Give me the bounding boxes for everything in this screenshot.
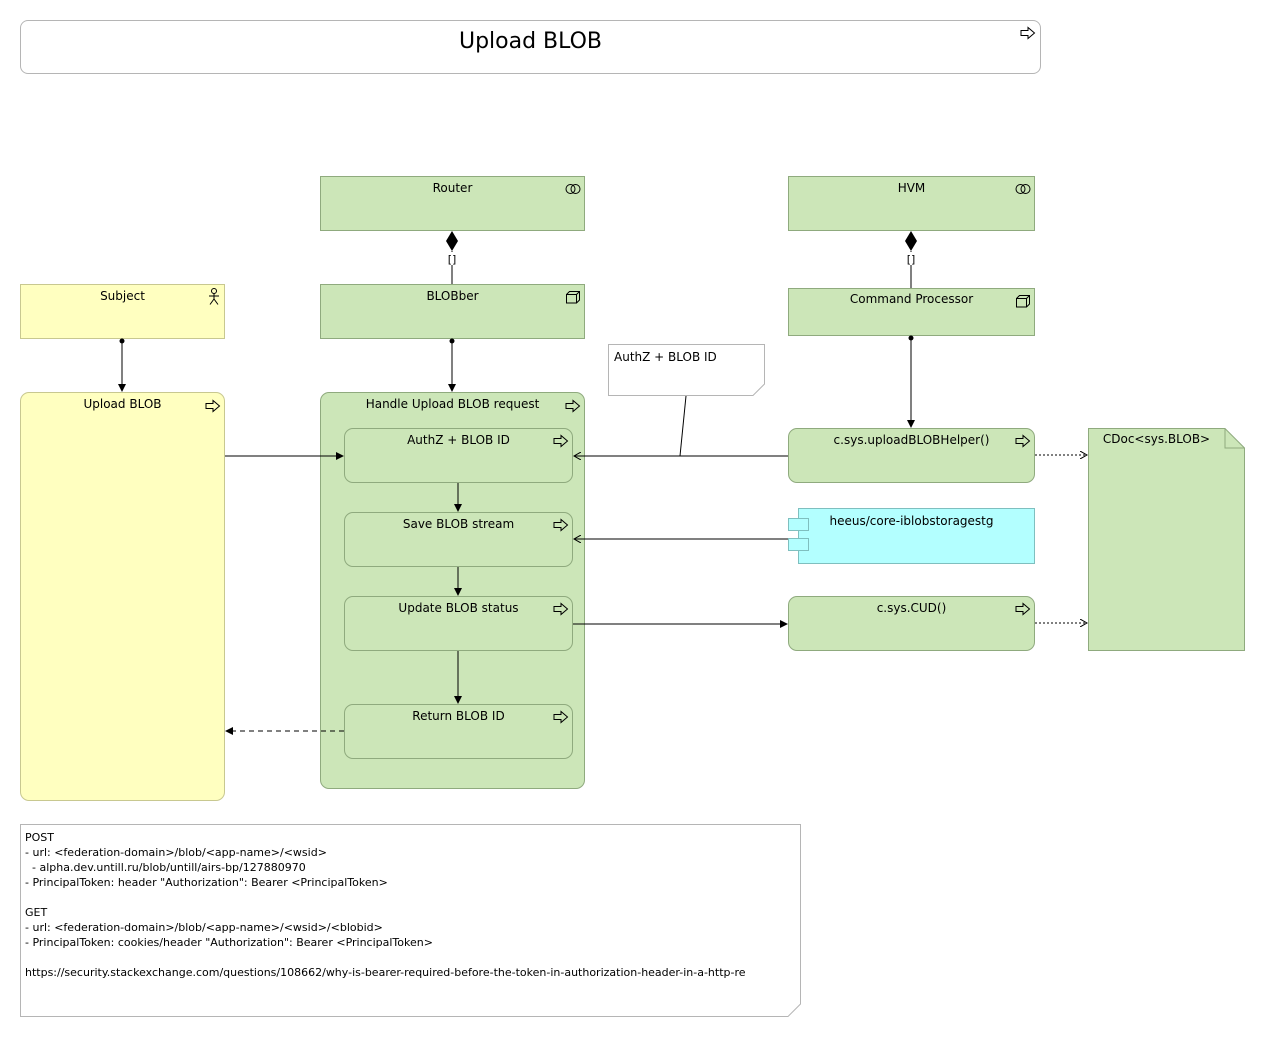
router-node[interactable]: Router <box>320 176 585 231</box>
authz-note-text: AuthZ + BLOB ID <box>614 350 717 364</box>
component-icon <box>788 538 809 551</box>
iblobstorage-label: heeus/core-iblobstoragestg <box>829 514 994 528</box>
arrow-right-icon <box>553 602 569 616</box>
arrow-right-icon <box>565 399 581 413</box>
cud-process[interactable]: c.sys.CUD() <box>788 596 1035 651</box>
interface-circles-icon <box>565 182 581 196</box>
save-blob-stream-label: Save BLOB stream <box>402 517 515 531</box>
authz-blob-id-process[interactable]: AuthZ + BLOB ID <box>344 428 573 483</box>
note-line: - url: <federation-domain>/blob/<app-nam… <box>25 921 383 934</box>
note-line: - alpha.dev.untill.ru/blob/untill/airs-b… <box>25 861 306 874</box>
hvm-cp-multiplicity: [] <box>907 253 916 266</box>
note-line: - url: <federation-domain>/blob/<app-nam… <box>25 846 327 859</box>
cud-label: c.sys.CUD() <box>876 601 947 615</box>
upload-helper-label: c.sys.uploadBLOBHelper() <box>833 433 990 447</box>
command-processor-label: Command Processor <box>849 292 974 306</box>
iblobstorage-component[interactable]: heeus/core-iblobstoragestg <box>798 508 1035 564</box>
arrow-right-icon <box>553 710 569 724</box>
diagram-title-box: Upload BLOB <box>20 20 1041 74</box>
authz-blob-id-label: AuthZ + BLOB ID <box>407 433 510 447</box>
upload-blob-label: Upload BLOB <box>83 397 162 411</box>
note-line: https://security.stackexchange.com/quest… <box>25 966 746 979</box>
arrow-right-icon <box>1020 26 1036 40</box>
edge-label-bg <box>905 252 917 265</box>
blobber-node[interactable]: BLOBber <box>320 284 585 339</box>
note-line: GET <box>25 906 48 919</box>
arrow-right-icon <box>1015 602 1031 616</box>
arrow-right-icon <box>205 399 221 413</box>
http-notes[interactable]: POST - url: <federation-domain>/blob/<ap… <box>20 824 801 1017</box>
upload-blob-process[interactable]: Upload BLOB <box>20 392 225 801</box>
http-notes-lines: POST - url: <federation-domain>/blob/<ap… <box>25 830 746 980</box>
arrow-right-icon <box>553 434 569 448</box>
return-blob-id-label: Return BLOB ID <box>412 709 505 723</box>
hvm-node[interactable]: HVM <box>788 176 1035 231</box>
blobber-label: BLOBber <box>426 289 479 303</box>
subject-actor[interactable]: Subject <box>20 284 225 339</box>
hvm-label: HVM <box>897 181 926 195</box>
node-cube-icon <box>1015 294 1031 308</box>
cdoc-label: CDoc<sys.BLOB> <box>1102 432 1211 446</box>
note-line: - PrincipalToken: header "Authorization"… <box>25 876 388 889</box>
command-processor-node[interactable]: Command Processor <box>788 288 1035 336</box>
upload-helper-process[interactable]: c.sys.uploadBLOBHelper() <box>788 428 1035 483</box>
authz-note[interactable]: AuthZ + BLOB ID <box>608 344 765 396</box>
save-blob-stream-process[interactable]: Save BLOB stream <box>344 512 573 567</box>
router-blobber-multiplicity: [] <box>448 253 457 266</box>
cdoc-artifact[interactable]: CDoc<sys.BLOB> <box>1088 428 1245 651</box>
node-cube-icon <box>565 290 581 304</box>
update-blob-status-label: Update BLOB status <box>398 601 519 615</box>
edge-label-bg <box>446 252 458 265</box>
component-icon <box>788 518 809 531</box>
router-label: Router <box>432 181 473 195</box>
note-anchor-edge <box>679 395 687 457</box>
actor-icon <box>206 288 222 305</box>
update-blob-status-process[interactable]: Update BLOB status <box>344 596 573 651</box>
subject-label: Subject <box>100 289 145 303</box>
arrow-right-icon <box>1015 434 1031 448</box>
arrow-right-icon <box>553 518 569 532</box>
diagram-title: Upload BLOB <box>458 29 603 54</box>
interface-circles-icon <box>1015 182 1031 196</box>
handle-upload-label: Handle Upload BLOB request <box>365 397 540 411</box>
note-line: POST <box>25 831 54 844</box>
note-line: - PrincipalToken: cookies/header "Author… <box>25 936 433 949</box>
return-blob-id-process[interactable]: Return BLOB ID <box>344 704 573 759</box>
